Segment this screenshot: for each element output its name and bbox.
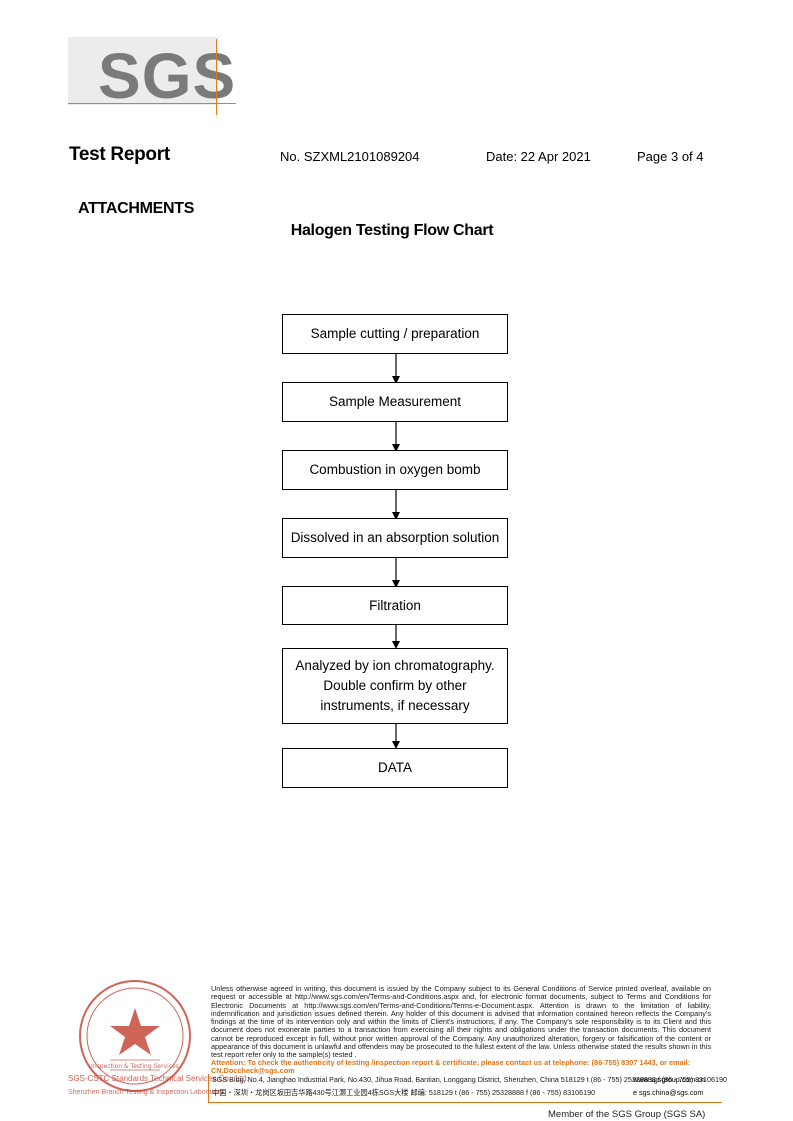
stamp-lab-branch: Shenzhen Branch Testing & Inspection Lab… [68, 1089, 224, 1096]
flow-step-dissolved: Dissolved in an absorption solution [282, 518, 508, 558]
flow-chart-title: Halogen Testing Flow Chart [290, 222, 494, 239]
report-date: Date: 22 Apr 2021 [486, 149, 591, 164]
contact-email[interactable]: e sgs.china@sgs.com [633, 1088, 704, 1097]
page-indicator: Page 3 of 4 [637, 149, 704, 164]
address-english: SGS Bldg, No.4, Jianghao Industrial Park… [212, 1075, 728, 1084]
flow-step-data: DATA [282, 748, 508, 788]
report-title: Test Report [69, 144, 170, 165]
stamp-lab-name: SGS-CSTC Standards Technical Services Co… [68, 1074, 249, 1083]
attachments-heading: ATTACHMENTS [78, 200, 195, 217]
address-chinese: 中国・深圳・龙岗区坂田吉华路430号江灏工业园4栋SGS大楼 邮编: 51812… [212, 1088, 596, 1097]
flow-step-sample-measurement: Sample Measurement [282, 382, 508, 422]
official-stamp-icon: Inspection & Testing Services [79, 980, 191, 1092]
legal-disclaimer: Unless otherwise agreed in writing, this… [211, 984, 711, 1060]
flow-step-combustion: Combustion in oxygen bomb [282, 450, 508, 490]
authenticity-notice: Attention: To check the authenticity of … [211, 1058, 691, 1076]
report-number: No. SZXML2101089204 [280, 149, 420, 164]
website-link[interactable]: www.sgsgroup.com.cn [633, 1075, 705, 1084]
member-statement: Member of the SGS Group (SGS SA) [548, 1109, 706, 1120]
flow-step-ion-chromatography: Analyzed by ion chromatography. Double c… [282, 648, 508, 724]
address-divider [208, 1074, 209, 1102]
flow-step-filtration: Filtration [282, 586, 508, 625]
sgs-logo: SGS [68, 37, 236, 115]
footer-divider [208, 1102, 722, 1103]
flow-step-sample-cutting: Sample cutting / preparation [282, 314, 508, 354]
stamp-inner-text: Inspection & Testing Services [91, 1063, 179, 1070]
logo-text: SGS [98, 40, 237, 112]
